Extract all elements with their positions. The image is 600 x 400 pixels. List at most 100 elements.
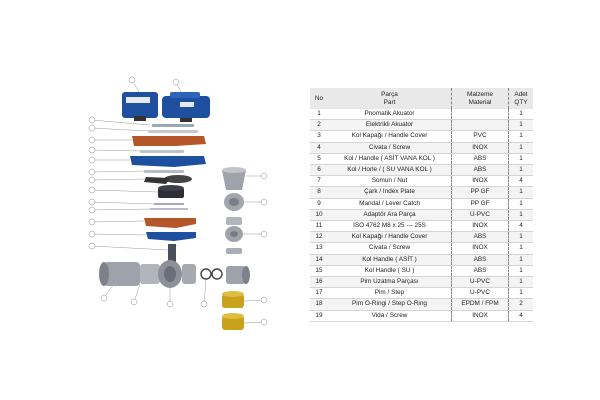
cell-part: Pnomatik Akuator bbox=[328, 109, 452, 121]
callout-marker bbox=[166, 300, 174, 308]
cell-part: Pim / Step bbox=[328, 287, 452, 300]
table-header-row: No Parça Part Malzeme Material Adet QTY bbox=[310, 88, 533, 109]
cell-qty: 1 bbox=[508, 119, 533, 132]
header-part: Parça Part bbox=[328, 88, 452, 109]
cell-material: U-PVC bbox=[451, 287, 509, 300]
cell-qty: 1 bbox=[508, 109, 533, 121]
cell-part: Kol / Handle ( ASİT VANA KOL ) bbox=[328, 153, 452, 166]
callout-line bbox=[91, 127, 149, 132]
callout-marker bbox=[260, 318, 268, 326]
cell-no: 19 bbox=[310, 310, 328, 322]
cell-no: 9 bbox=[310, 198, 328, 210]
callout-line bbox=[91, 119, 151, 126]
cell-qty: 1 bbox=[508, 265, 533, 278]
cell-no: 7 bbox=[310, 175, 328, 188]
adapter bbox=[158, 185, 184, 198]
callout-marker bbox=[130, 298, 138, 306]
cell-no: 8 bbox=[310, 186, 328, 199]
cell-part: Pim Uzatma Parçası bbox=[328, 276, 452, 289]
callout-marker bbox=[88, 136, 96, 144]
callout-line bbox=[91, 189, 159, 193]
header-no: No bbox=[310, 88, 328, 109]
callout-marker bbox=[88, 206, 96, 214]
callout-marker bbox=[88, 146, 96, 154]
cell-no: 2 bbox=[310, 119, 328, 132]
callout-marker bbox=[260, 296, 268, 304]
callout-line bbox=[91, 149, 143, 152]
callout-marker bbox=[88, 186, 96, 194]
step-extension-parts bbox=[222, 167, 246, 254]
callout-line bbox=[91, 201, 155, 205]
callout-marker bbox=[260, 198, 268, 206]
callout-marker bbox=[100, 294, 108, 302]
cell-no: 13 bbox=[310, 242, 328, 255]
cell-qty: 1 bbox=[508, 153, 533, 166]
cell-no: 17 bbox=[310, 287, 328, 300]
cell-qty: 1 bbox=[508, 142, 533, 154]
cell-part: Kol / Horle / ( SU VANA KOL ) bbox=[328, 164, 452, 177]
cell-part: ISO 4762 M8 x 25 --- 25S bbox=[328, 220, 452, 233]
callout-line bbox=[243, 299, 265, 302]
header-qty: Adet QTY bbox=[508, 88, 533, 109]
cell-qty: 4 bbox=[508, 220, 533, 233]
cell-no: 16 bbox=[310, 276, 328, 289]
callout-marker bbox=[260, 230, 268, 238]
callout-line bbox=[91, 170, 147, 173]
cell-material: INOX bbox=[451, 175, 509, 188]
callout-marker bbox=[128, 76, 136, 84]
cell-no: 5 bbox=[310, 153, 328, 166]
callout-marker bbox=[88, 242, 96, 250]
cell-part: Civata / Screw bbox=[328, 242, 452, 255]
cell-qty: 1 bbox=[508, 242, 533, 255]
exploded-valve-diagram bbox=[88, 76, 268, 330]
cell-material: U-PVC bbox=[451, 276, 509, 289]
cell-part: Elektrikli Akuator bbox=[328, 119, 452, 132]
cell-no: 10 bbox=[310, 209, 328, 222]
cell-no: 6 bbox=[310, 164, 328, 177]
cell-material: INOX bbox=[451, 142, 509, 154]
step-parts-yellow bbox=[222, 291, 244, 330]
cell-material: INOX bbox=[451, 242, 509, 255]
callout-line bbox=[91, 208, 151, 211]
cell-part: Vida / Screw bbox=[328, 310, 452, 322]
index-plate bbox=[144, 175, 192, 184]
cell-qty: 1 bbox=[508, 130, 533, 143]
cell-qty: 4 bbox=[508, 175, 533, 188]
callout-line bbox=[91, 245, 169, 251]
cell-qty: 1 bbox=[508, 276, 533, 289]
callout-marker bbox=[88, 176, 96, 184]
cell-part: Somun / Nut bbox=[328, 175, 452, 188]
cell-material: ABS bbox=[451, 164, 509, 177]
cell-part: Çark / Index Plate bbox=[328, 186, 452, 199]
cell-material: PP GF bbox=[451, 198, 509, 210]
cell-no: 15 bbox=[310, 265, 328, 278]
callout-line bbox=[243, 321, 265, 324]
cell-material: PVC bbox=[451, 130, 509, 143]
electric-actuator bbox=[122, 92, 158, 121]
cell-no: 12 bbox=[310, 231, 328, 244]
cell-material: EPDM / FPM bbox=[451, 298, 509, 311]
cell-no: 3 bbox=[310, 130, 328, 143]
callout-line bbox=[91, 233, 147, 236]
callout-marker bbox=[88, 156, 96, 164]
callout-marker bbox=[172, 78, 180, 86]
cell-part: Kol Kapağı / Handle Cover bbox=[328, 231, 452, 244]
cell-no: 1 bbox=[310, 109, 328, 121]
cell-part: Adaptör Ara Parça bbox=[328, 209, 452, 222]
cell-no: 4 bbox=[310, 142, 328, 154]
cell-no: 14 bbox=[310, 254, 328, 266]
cell-no: 11 bbox=[310, 220, 328, 233]
water-handle bbox=[130, 156, 206, 167]
